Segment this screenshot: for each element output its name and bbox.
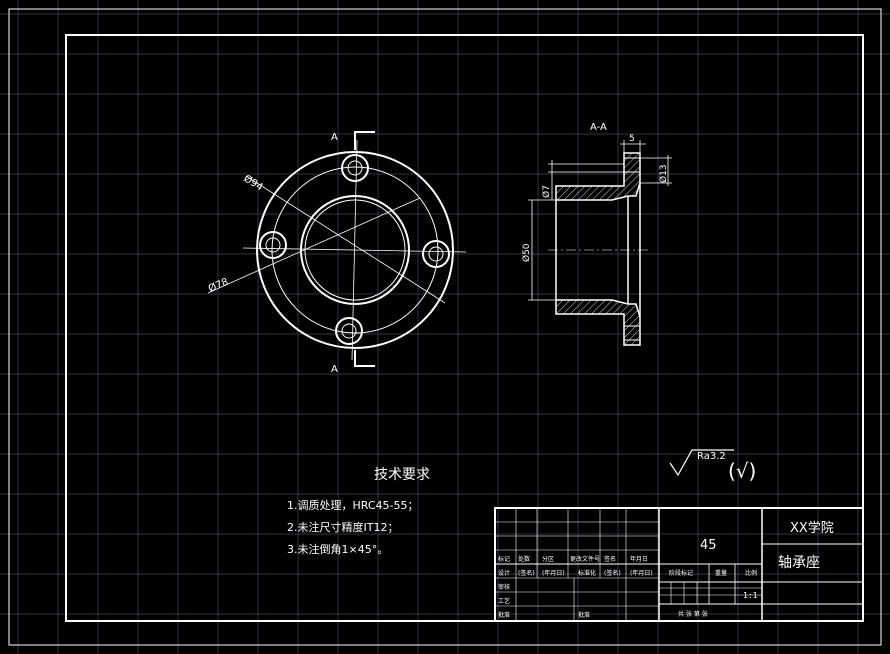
cut-marker-bottom	[354, 350, 375, 367]
front-view	[207, 131, 467, 367]
roughness-check-icon	[669, 449, 734, 477]
material-label: 45	[700, 538, 717, 553]
bore-circle-outer	[300, 195, 410, 305]
d94-leader	[245, 175, 446, 304]
cut-label-top: A	[331, 132, 338, 143]
section-wall-bottom	[555, 299, 641, 346]
tech-item-2: 2.未注尺寸精度IT12；	[287, 520, 398, 534]
stage-mark-header: 阶段标记	[669, 569, 693, 577]
approve-label: 批准	[498, 611, 510, 619]
process-label: 工艺	[498, 597, 510, 605]
cut-label-bottom: A	[331, 364, 338, 375]
design-row-cell-3: 标准化	[578, 569, 596, 577]
outer-border	[8, 8, 882, 646]
title-block	[494, 507, 864, 622]
bolt-circle	[271, 166, 439, 334]
review-label: 审核	[498, 583, 510, 591]
sheet-info: 共 张 第 张	[678, 610, 708, 618]
rev-header-cell-1: 处数	[518, 555, 530, 563]
bolt-hole-left	[259, 231, 287, 259]
bolt-hole-top	[341, 154, 369, 182]
revision-header-row: 标记处数 分区 更改文件号签名 年月日	[498, 555, 648, 563]
dim-5: 5	[629, 134, 635, 144]
design-row-cell-0: 设计	[498, 569, 510, 577]
design-row: 设计 (签名) (年月日) 标准化 (签名) (年月日)	[498, 569, 653, 577]
dim-d7: Ø7	[541, 185, 552, 198]
flange-outer-circle	[256, 151, 454, 349]
bore-circle-inner	[304, 199, 406, 301]
school-name: XX学院	[790, 520, 834, 536]
rev-header-cell-2: 分区	[542, 555, 554, 563]
rev-header-cell-5: 年月日	[630, 555, 648, 563]
roughness-other-symbol: (√)	[728, 459, 756, 483]
part-name: 轴承座	[778, 555, 820, 571]
roughness-symbol	[669, 449, 734, 477]
bolt-hole-bottom	[335, 317, 363, 345]
dim-d50: Ø50	[521, 243, 532, 262]
weight-header: 重量	[715, 569, 727, 577]
approve-right-label: 批准	[578, 611, 590, 619]
scale-value: 1:1	[743, 591, 758, 600]
tech-item-3: 3.未注倒角1×45°。	[287, 542, 388, 556]
bolt-hole-right	[422, 240, 450, 268]
rev-header-cell-4: 签名	[604, 555, 616, 563]
tech-item-1: 1.调质处理，HRC45-55；	[287, 499, 419, 512]
rev-header-cell-3: 更改文件号	[570, 555, 600, 563]
cut-marker-top	[354, 131, 375, 150]
scale-header: 比例	[745, 569, 757, 577]
section-wall-top	[555, 152, 641, 201]
rev-header-cell-0: 标记	[498, 555, 510, 563]
design-row-cell-5: (年月日)	[630, 569, 653, 577]
design-row-cell-2: (年月日)	[542, 569, 565, 577]
dim-d13: Ø13	[658, 164, 669, 183]
section-view	[528, 140, 672, 346]
design-row-cell-4: (签名)	[604, 569, 621, 577]
section-title: A-A	[590, 122, 607, 133]
design-row-cell-1: (签名)	[518, 569, 535, 577]
tech-title: 技术要求	[374, 467, 430, 483]
vertical-centerline	[351, 139, 358, 361]
dim-d94: Ø94	[241, 172, 265, 193]
inner-border	[65, 34, 864, 622]
roughness-value: Ra3.2	[697, 451, 726, 462]
d78-leader	[207, 197, 421, 294]
